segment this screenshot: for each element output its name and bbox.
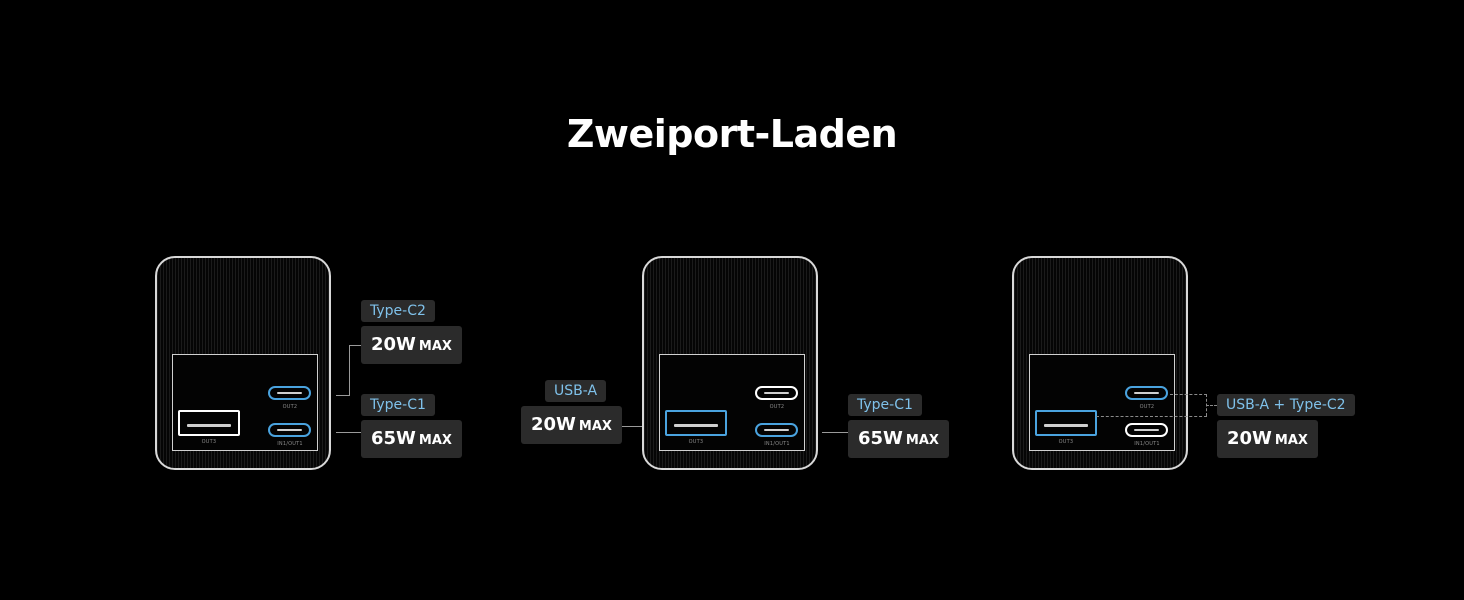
port-tag-type-c1: Type-C1 [848,394,922,416]
type-c1-port [1125,423,1168,437]
type-c2-port-label: OUT2 [1139,404,1155,410]
port-panel: OUT3 OUT2 IN1/OUT1 [1029,354,1175,451]
type-c1-port [755,423,798,437]
dashed-connector [1096,416,1207,417]
watt-value: 65W [858,428,903,449]
max-label: MAX [578,419,612,434]
watt-value: 65W [371,428,416,449]
charger-device-2: OUT3 OUT2 IN1/OUT1 [642,256,818,470]
watt-value: 20W [531,414,576,435]
connector-line [349,345,361,346]
port-tag-usb-a: USB-A [545,380,607,402]
connector-line [822,432,848,433]
usb-a-port-label: OUT3 [688,439,704,445]
connector-line [336,395,350,396]
max-label: MAX [418,339,452,354]
watt-value: 20W [371,334,416,355]
type-c1-port-label: IN1/OUT1 [764,441,790,447]
type-c1-port-label: IN1/OUT1 [1134,441,1160,447]
type-c2-port-label: OUT2 [769,404,785,410]
dashed-connector [1206,405,1217,406]
type-c2-port [1125,386,1168,400]
port-tag-usb-a-type-c2: USB-A + Type-C2 [1217,394,1355,416]
watt-value: 20W [1227,428,1272,449]
usb-a-port-label: OUT3 [201,439,217,445]
usb-a-port [665,410,727,436]
dashed-connector [1170,394,1207,395]
port-tag-type-c1: Type-C1 [361,394,435,416]
connector-line [349,345,350,396]
port-tag-type-c2: Type-C2 [361,300,435,322]
charger-device-3: OUT3 OUT2 IN1/OUT1 [1012,256,1188,470]
usb-a-port [1035,410,1097,436]
usb-a-port [178,410,240,436]
port-panel: OUT3 OUT2 IN1/OUT1 [172,354,318,451]
port-panel: OUT3 OUT2 IN1/OUT1 [659,354,805,451]
charger-device-1: OUT3 OUT2 IN1/OUT1 [155,256,331,470]
usb-a-port-label: OUT3 [1058,439,1074,445]
connector-line [615,426,642,427]
type-c2-port-label: OUT2 [282,404,298,410]
max-label: MAX [905,433,939,448]
type-c2-port [268,386,311,400]
type-c1-port [268,423,311,437]
page-title: Zweiport-Laden [566,112,898,156]
type-c1-port-label: IN1/OUT1 [277,441,303,447]
max-label: MAX [1274,433,1308,448]
max-label: MAX [418,433,452,448]
type-c2-port [755,386,798,400]
connector-line [336,432,361,433]
